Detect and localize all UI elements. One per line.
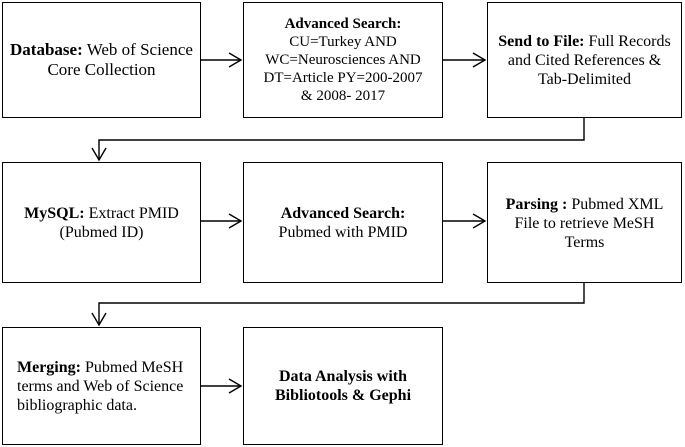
box-database-bold: Database:	[10, 40, 83, 59]
box-advanced-search-wos-line-4: & 2008- 2017	[300, 88, 386, 104]
box-send-to-file-bold: Send to File:	[498, 32, 585, 50]
box-data-analysis: Data Analysis with Bibliotools & Gephi	[243, 327, 443, 445]
arrow-mysql-to-advanced-search-pubmed	[201, 213, 243, 229]
box-merging: Merging: Pubmed MeSH terms and Web of Sc…	[2, 327, 201, 445]
box-send-to-file-text: Full Records and Cited References & Tab-…	[507, 32, 671, 88]
box-database: Database: Web of Science Core Collection	[2, 2, 201, 118]
box-parsing-text: Pubmed XML File to retrieve MeSH Terms	[514, 196, 664, 251]
box-advanced-search-pubmed-line-1: Pubmed with PMID	[278, 223, 408, 241]
box-mysql-text: Extract PMID (Pubmed ID)	[59, 204, 179, 241]
box-database-text: Web of Science Core Collection	[47, 40, 193, 79]
arrow-advanced-search-to-send-to-file	[443, 52, 487, 68]
arrow-merging-to-data-analysis	[201, 378, 243, 394]
box-advanced-search-pubmed: Advanced Search: Pubmed with PMID	[243, 162, 443, 283]
box-parsing: Parsing : Pubmed XML File to retrieve Me…	[487, 162, 682, 283]
box-data-analysis-text: Data Analysis with Bibliotools & Gephi	[274, 368, 412, 404]
arrow-parsing-to-merging	[91, 283, 585, 327]
box-mysql-bold: MySQL:	[24, 204, 85, 222]
box-advanced-search-wos: Advanced Search: CU=Turkey AND WC=Neuros…	[243, 2, 443, 118]
box-advanced-search-wos-line-2: WC=Neurosciences AND	[265, 52, 421, 68]
box-advanced-search-wos-line-3: DT=Article PY=200-2007	[263, 70, 423, 86]
box-parsing-bold: Parsing :	[505, 196, 568, 213]
arrow-send-to-file-to-mysql	[91, 118, 585, 162]
box-advanced-search-wos-line-1: CU=Turkey AND	[289, 34, 397, 50]
box-merging-bold: Merging:	[17, 358, 81, 376]
box-send-to-file: Send to File: Full Records and Cited Ref…	[487, 2, 682, 118]
box-merging-text: Pubmed MeSH terms and Web of Science bib…	[17, 358, 184, 414]
box-mysql: MySQL: Extract PMID (Pubmed ID)	[2, 162, 201, 283]
arrow-database-to-advanced-search	[201, 52, 243, 68]
box-advanced-search-wos-bold: Advanced Search:	[284, 16, 402, 32]
box-advanced-search-pubmed-bold: Advanced Search:	[280, 204, 406, 222]
arrow-advanced-search-pubmed-to-parsing	[443, 213, 487, 229]
